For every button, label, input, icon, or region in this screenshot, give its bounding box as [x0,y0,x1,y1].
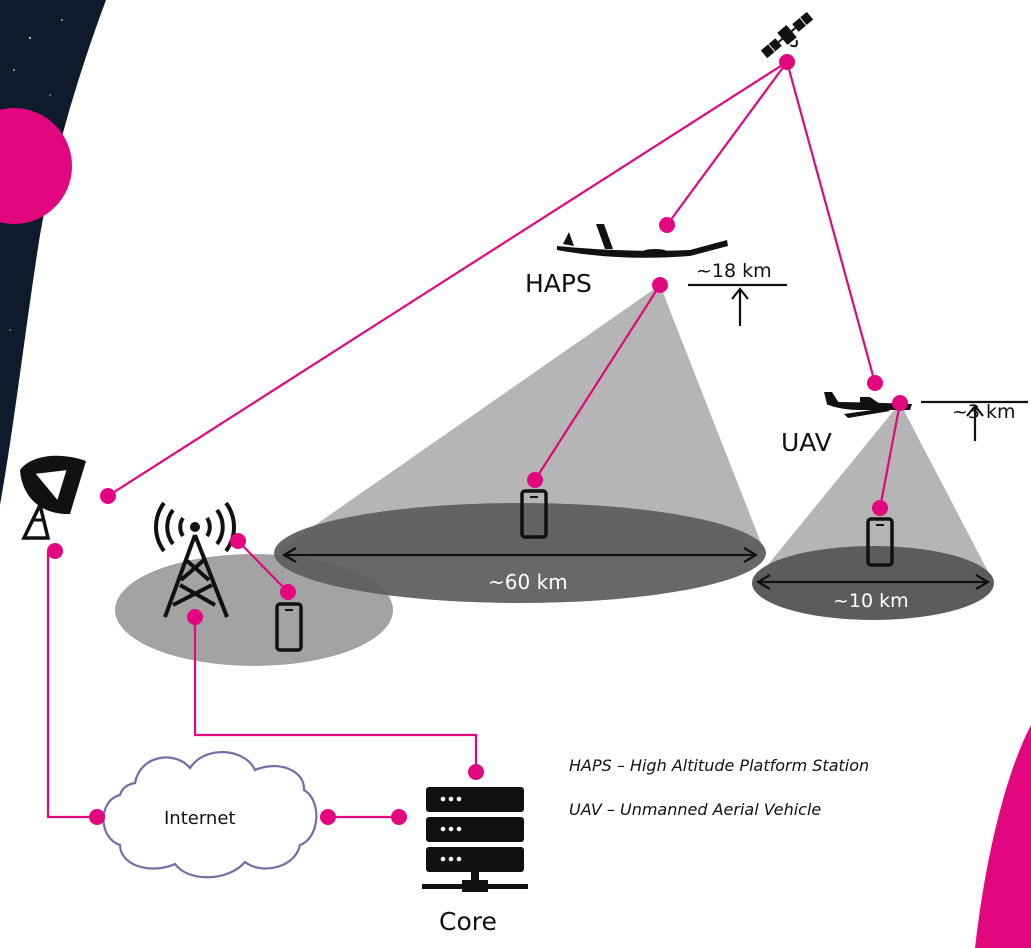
haps-coverage-label: ~60 km [488,570,568,594]
haps-label: HAPS [525,269,592,298]
links [46,61,902,819]
phone-icon [866,517,894,567]
corner-dot [0,108,72,224]
haps-coverage-area [274,503,766,603]
coverage-dimension-arrows [281,547,991,590]
space-star [49,94,51,96]
haps-to-phone-link [534,284,661,481]
link-endpoints [47,54,908,825]
legend-haps: HAPS – High Altitude Platform Station [569,756,869,775]
core-uplink-dot [468,764,484,780]
tower-to-core-link [193,617,478,772]
space-corner [0,0,106,505]
internet-label: Internet [164,808,235,829]
uav-to-phone-link [878,402,902,509]
dish-uplink-dot [100,488,116,504]
satellite-to-uav-link [785,61,877,384]
haps-downlink-dot [652,277,668,293]
satellite-to-haps-link [666,61,788,226]
cell-tower-icon [154,501,236,618]
satellite-icon [760,11,814,59]
core-label: Core [439,907,497,936]
haps-beam [275,285,765,553]
uav-phone-dot [872,500,888,516]
glider-icon [557,224,728,258]
haps-uplink-dot [659,217,675,233]
uav-label: UAV [781,428,832,457]
haps-altitude-label: ~18 km [696,260,772,282]
satellite-link-dot [779,54,795,70]
space-star [9,329,11,331]
core-left-dot [391,809,407,825]
legend-uav: UAV – Unmanned Aerial Vehicle [569,800,821,819]
phone-icon [520,489,548,539]
tower-base-dot [187,609,203,625]
space-star [28,36,32,40]
internet-right-dot [320,809,336,825]
altitude-markers [688,283,1028,441]
uav-coverage-label: ~10 km [833,590,909,612]
uav-downlink-dot [892,395,908,411]
phone-icon [275,602,303,652]
uav-altitude-label: ~3 km [952,401,1016,423]
corner-swoosh [975,725,1031,948]
satellite-dish-icon [20,455,86,540]
tower-phone-dot [280,584,296,600]
labels: HAPS UAV ~18 km ~3 km ~60 km ~10 km Inte… [164,260,1016,936]
haps-phone-dot [527,472,543,488]
dish-downlink-dot [47,543,63,559]
space-star [13,69,15,71]
cloud-icon [102,751,318,879]
internet-left-dot [89,809,105,825]
drone-icon [824,392,912,418]
satellite-to-dish-link [107,61,788,497]
dish-to-internet-link [46,549,97,819]
uav-uplink-dot [867,375,883,391]
space-star [61,19,63,21]
tower-to-phone-link [237,540,289,593]
legend: HAPS – High Altitude Platform Station UA… [569,756,869,819]
server-icon [422,787,528,892]
coverage-areas [115,285,994,666]
tower-antenna-dot [230,533,246,549]
uav-beam [753,403,994,583]
